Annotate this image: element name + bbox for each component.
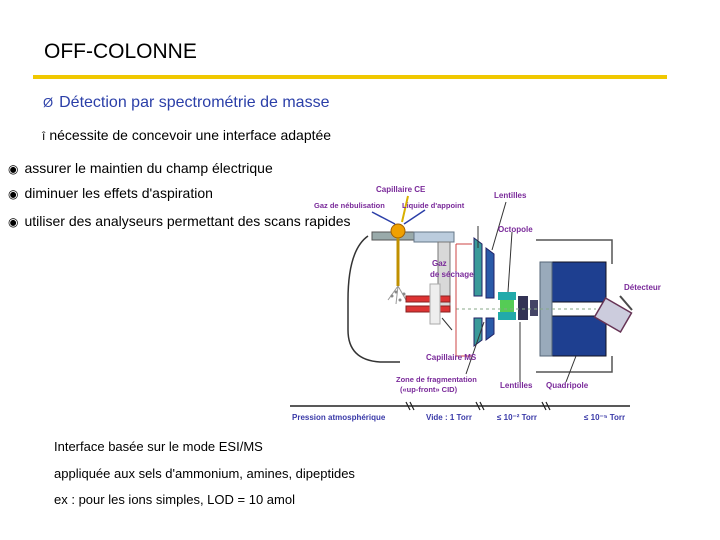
target-bullet-icon: ◉	[8, 187, 19, 201]
slide-title: OFF-COLONNE	[44, 40, 197, 63]
lens-lower	[485, 317, 495, 341]
lens-upper	[485, 247, 495, 299]
label-vide-10-2-torr: ≤ 10⁻² Torr	[497, 413, 537, 422]
octopole-core	[500, 300, 514, 312]
label-zone-fragmentation-line2: («up-front» CID)	[400, 385, 458, 394]
label-octopole: Octopole	[498, 225, 533, 234]
ce-arrow	[401, 195, 409, 223]
leader-line	[491, 201, 507, 251]
bullet-item: ◉ assurer le maintien du champ électrique	[8, 160, 273, 176]
label-gaz-sechage-line2: de séchage	[430, 270, 474, 279]
leader-line	[465, 321, 485, 375]
spray-plume	[387, 285, 407, 305]
octopole-rod	[498, 292, 516, 300]
label-capillaire-ce: Capillaire CE	[376, 185, 426, 194]
axis-break	[541, 401, 551, 411]
label-lentilles-bottom: Lentilles	[500, 381, 533, 390]
chamber-outline	[536, 239, 613, 373]
octopole-rod	[498, 312, 516, 320]
label-quadripole: Quadripole	[546, 381, 589, 390]
label-vide-10-5-torr: ≤ 10⁻⁵ Torr	[584, 413, 625, 422]
droplet	[394, 290, 398, 294]
skimmer-lower	[473, 317, 483, 347]
sprayer-tip	[390, 223, 406, 239]
label-capillaire-ms: Capillaire MS	[426, 353, 477, 362]
note-line: ex : pour les ions simples, LOD = 10 amo…	[54, 492, 295, 507]
level2-text: nécessite de concevoir une interface ada…	[49, 127, 332, 143]
bullet-text: assurer le maintien du champ électrique	[24, 160, 273, 176]
label-gaz-nebulisation: Gaz de nébulisation	[314, 201, 385, 210]
quadrupole-lower	[549, 315, 607, 357]
label-pression-atmospherique: Pression atmosphérique	[292, 413, 386, 422]
quadrupole-upper	[549, 261, 607, 303]
level1-item: Ø Détection par spectrométrie de masse	[43, 94, 329, 112]
target-bullet-icon: ◉	[8, 162, 19, 176]
note-line: Interface basée sur le mode ESI/MS	[54, 439, 263, 454]
label-zone-fragmentation-line1: Zone de fragmentation	[396, 375, 477, 384]
bullet-item: ◉ diminuer les effets d'aspiration	[8, 185, 213, 201]
capillary-ms-red	[405, 305, 451, 313]
interface-top-plate	[413, 231, 455, 243]
leader-line	[507, 231, 513, 293]
heating-block	[429, 283, 441, 325]
axis-break	[405, 401, 415, 411]
chamber-outline	[455, 243, 472, 357]
note-line: appliquée aux sels d'ammonium, amines, d…	[54, 466, 355, 481]
capillary-ms-red	[405, 295, 451, 303]
lens-stack	[518, 296, 528, 320]
title-underline	[33, 75, 667, 79]
level1-text: Détection par spectrométrie de masse	[59, 94, 330, 111]
arrow-bullet-icon: Ø	[43, 95, 54, 110]
target-bullet-icon: ◉	[8, 215, 19, 229]
label-gaz-sechage-line1: Gaz	[432, 259, 447, 268]
detector-arrow	[619, 295, 633, 311]
label-vide-1-torr: Vide : 1 Torr	[426, 413, 472, 422]
leader-line	[565, 355, 577, 383]
skimmer-upper	[473, 237, 483, 297]
label-detecteur: Détecteur	[624, 283, 661, 292]
lens-stack	[530, 300, 538, 316]
droplet	[398, 298, 402, 302]
droplet	[402, 292, 406, 296]
gas-arrow	[371, 211, 396, 225]
detector-device	[593, 296, 633, 334]
axis-break	[475, 401, 485, 411]
bullet-text: diminuer les effets d'aspiration	[24, 185, 213, 201]
label-lentilles-top: Lentilles	[494, 191, 527, 200]
label-liquide-appoint: Liquide d'appoint	[402, 201, 465, 210]
capillary-loop	[347, 235, 400, 363]
bullet-text: utiliser des analyseurs permettant des s…	[24, 213, 351, 229]
arrow-bullet-icon: î	[42, 129, 46, 143]
droplet	[390, 294, 394, 298]
leader-line	[441, 317, 453, 331]
liquid-arrow	[403, 209, 426, 225]
bullet-item: ◉ utiliser des analyseurs permettant des …	[8, 213, 351, 229]
